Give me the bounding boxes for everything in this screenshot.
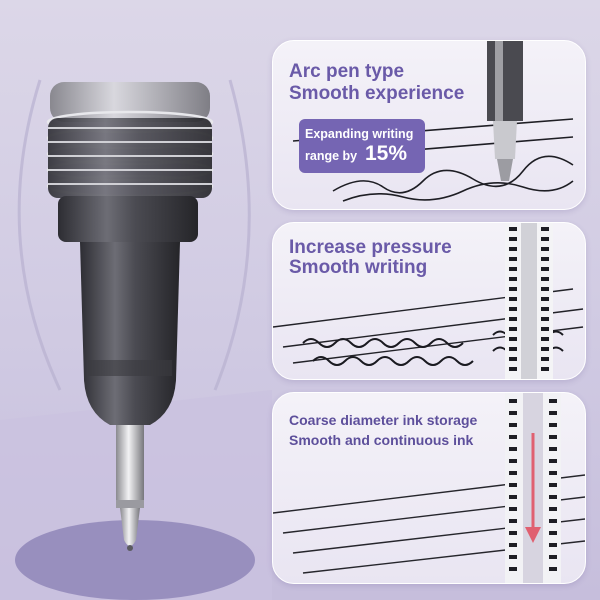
ink-storage-illustration [273, 393, 585, 583]
refill-tube-illustration [505, 223, 553, 379]
feature-panel-arc-pen: Arc pen type Smooth experience Expanding… [272, 40, 586, 210]
panel-title-line2: Smooth writing [289, 257, 428, 278]
badge-text-line1: Expanding writing [305, 127, 414, 141]
badge-percent: 15% [365, 142, 408, 165]
panel-title-line1: Arc pen type [289, 61, 405, 82]
badge-text-line2: range by [305, 149, 358, 163]
panel-title-line2: Smooth experience [289, 83, 465, 104]
pen-tip-illustration [487, 41, 523, 181]
panel-title-line2: Smooth and continuous ink [289, 432, 474, 448]
feature-panel-ink-storage: Coarse diameter ink storage Smooth and c… [272, 392, 586, 584]
pen-refill-illustration [46, 82, 214, 551]
panel-title-line1: Increase pressure [289, 237, 452, 258]
panel-title-line1: Coarse diameter ink storage [289, 412, 478, 428]
ink-tube-illustration [505, 393, 561, 583]
range-badge: Expanding writing range by 15% [299, 119, 425, 173]
wavy-writing-illustration [273, 223, 584, 379]
writing-lines-illustration [292, 41, 574, 202]
feature-panel-pressure: Increase pressure Smooth writing [272, 222, 586, 380]
pen-shadow [15, 520, 255, 600]
arrow-head-icon [525, 527, 541, 543]
